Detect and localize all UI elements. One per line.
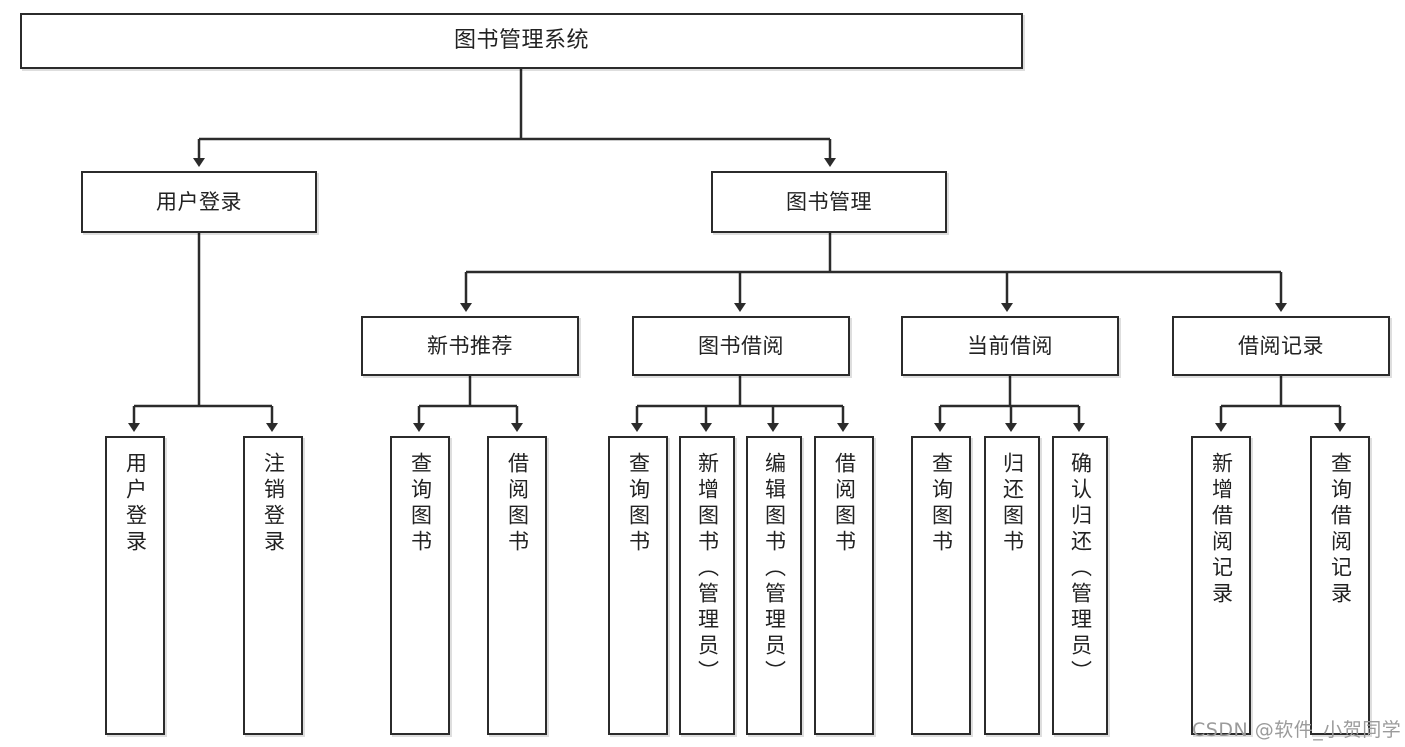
node-root[interactable]: 图书管理系统 — [20, 13, 1023, 69]
node-leaf-query-book-2[interactable]: 查询图书 — [608, 436, 668, 735]
node-leaf-borrow-book-2[interactable]: 借阅图书 — [814, 436, 874, 735]
node-new-book-recommend[interactable]: 新书推荐 — [361, 316, 579, 376]
node-user-login[interactable]: 用户登录 — [81, 171, 317, 233]
node-book-borrow[interactable]: 图书借阅 — [632, 316, 850, 376]
node-current-borrow[interactable]: 当前借阅 — [901, 316, 1119, 376]
node-leaf-borrow-book-1-label: 借阅图书 — [505, 452, 530, 556]
node-book-manage-label: 图书管理 — [786, 189, 872, 214]
node-leaf-edit-book-label: 编辑图书（管理员） — [762, 452, 787, 686]
node-new-book-recommend-label: 新书推荐 — [427, 333, 513, 358]
node-leaf-add-book[interactable]: 新增图书（管理员） — [679, 436, 735, 735]
node-leaf-edit-book[interactable]: 编辑图书（管理员） — [746, 436, 802, 735]
node-leaf-add-book-label: 新增图书（管理员） — [695, 452, 720, 686]
node-borrow-record-label: 借阅记录 — [1238, 333, 1324, 358]
node-leaf-query-book-2-label: 查询图书 — [626, 452, 651, 556]
node-leaf-query-book-1-label: 查询图书 — [408, 452, 433, 556]
node-leaf-add-record-label: 新增借阅记录 — [1209, 452, 1234, 608]
node-book-borrow-label: 图书借阅 — [698, 333, 784, 358]
node-leaf-query-book-1[interactable]: 查询图书 — [390, 436, 450, 735]
node-leaf-borrow-book-2-label: 借阅图书 — [832, 452, 857, 556]
node-leaf-query-record[interactable]: 查询借阅记录 — [1310, 436, 1370, 735]
node-leaf-logout-label: 注销登录 — [261, 452, 286, 556]
node-book-manage[interactable]: 图书管理 — [711, 171, 947, 233]
csdn-watermark: CSDN @软件_小贺同学 — [1192, 719, 1402, 741]
node-leaf-user-login-label: 用户登录 — [123, 452, 148, 556]
node-leaf-borrow-book-1[interactable]: 借阅图书 — [487, 436, 547, 735]
node-leaf-query-book-3[interactable]: 查询图书 — [911, 436, 971, 735]
node-leaf-return-book[interactable]: 归还图书 — [984, 436, 1040, 735]
node-leaf-add-record[interactable]: 新增借阅记录 — [1191, 436, 1251, 735]
node-leaf-logout[interactable]: 注销登录 — [243, 436, 303, 735]
node-leaf-confirm-return[interactable]: 确认归还（管理员） — [1052, 436, 1108, 735]
node-borrow-record[interactable]: 借阅记录 — [1172, 316, 1390, 376]
node-root-label: 图书管理系统 — [453, 28, 589, 54]
node-leaf-query-record-label: 查询借阅记录 — [1328, 452, 1353, 608]
node-leaf-confirm-return-label: 确认归还（管理员） — [1068, 452, 1093, 686]
node-user-login-label: 用户登录 — [156, 189, 242, 214]
node-leaf-user-login[interactable]: 用户登录 — [105, 436, 165, 735]
node-leaf-query-book-3-label: 查询图书 — [929, 452, 954, 556]
node-leaf-return-book-label: 归还图书 — [1000, 452, 1025, 556]
node-current-borrow-label: 当前借阅 — [967, 333, 1053, 358]
